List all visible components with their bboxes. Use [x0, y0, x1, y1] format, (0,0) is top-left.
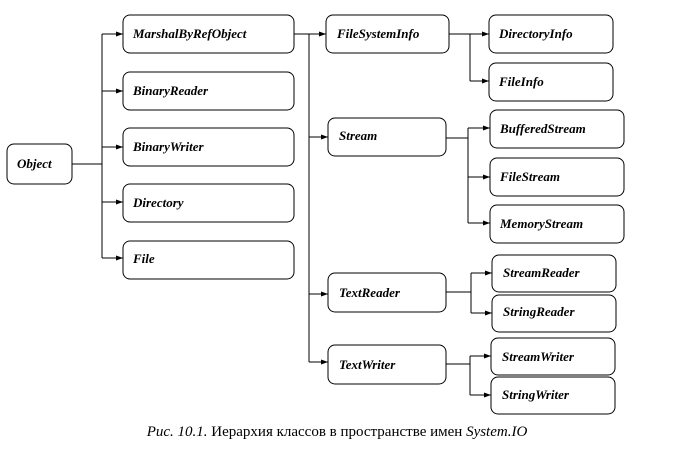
node-filestream-label: FileStream	[499, 169, 560, 184]
trunk-filesysteminfo	[449, 33, 471, 81]
node-stream: Stream	[327, 117, 447, 157]
nodes-layer: Object MarshalByRefObject BinaryReader B…	[6, 14, 625, 415]
node-textwriter: TextWriter	[327, 344, 447, 385]
trunk-marshal	[294, 33, 310, 362]
node-fileinfo: FileInfo	[488, 62, 614, 102]
node-directory-label: Directory	[132, 195, 184, 210]
node-bufferedstream: BufferedStream	[489, 109, 625, 149]
node-filestream: FileStream	[489, 157, 625, 197]
node-memorystream: MemoryStream	[489, 204, 625, 244]
node-object-label: Object	[17, 156, 52, 171]
node-stringwriter-label: StringWriter	[502, 387, 570, 402]
arrows-layer	[102, 31, 492, 398]
node-stringreader-label: StringReader	[503, 304, 575, 319]
node-streamwriter: StreamWriter	[490, 337, 616, 376]
node-file-label: File	[132, 251, 155, 266]
node-filesysteminfo: FileSystemInfo	[325, 14, 450, 54]
caption-namespace: System.IO	[466, 424, 528, 440]
node-memorystream-label: MemoryStream	[499, 216, 583, 231]
node-textwriter-label: TextWriter	[339, 357, 396, 372]
node-directory: Directory	[122, 183, 295, 223]
node-marshal: MarshalByRefObject	[122, 14, 295, 54]
node-stream-label: Stream	[339, 128, 377, 143]
trunk-textwriter	[446, 356, 471, 395]
node-streamreader: StreamReader	[491, 254, 617, 293]
node-stringwriter: StringWriter	[490, 376, 616, 415]
node-streamwriter-label: StreamWriter	[502, 349, 575, 364]
node-directoryinfo-label: DirectoryInfo	[498, 26, 573, 41]
node-filesysteminfo-label: FileSystemInfo	[336, 26, 420, 41]
node-file: File	[122, 240, 295, 280]
node-stringreader: StringReader	[491, 294, 617, 333]
node-textreader-label: TextReader	[339, 285, 401, 300]
node-marshal-label: MarshalByRefObject	[132, 26, 247, 41]
node-textreader: TextReader	[327, 272, 447, 313]
caption-prefix: Рис. 10.1.	[146, 424, 208, 440]
node-object: Object	[6, 143, 73, 185]
node-bufferedstream-label: BufferedStream	[499, 121, 586, 136]
node-binarywriter-label: BinaryWriter	[132, 139, 204, 154]
node-fileinfo-label: FileInfo	[498, 74, 544, 89]
node-binaryreader: BinaryReader	[122, 71, 295, 111]
edges-layer	[72, 33, 472, 395]
node-streamreader-label: StreamReader	[503, 265, 580, 280]
node-binaryreader-label: BinaryReader	[132, 83, 209, 98]
trunk-stream	[446, 128, 469, 223]
trunk-textreader	[446, 273, 472, 313]
caption-text: Иерархия классов в пространстве имен	[207, 424, 467, 440]
trunk-object	[72, 34, 103, 258]
node-binarywriter: BinaryWriter	[122, 127, 295, 167]
figure-caption: Рис. 10.1. Иерархия классов в пространст…	[0, 424, 674, 441]
node-directoryinfo: DirectoryInfo	[488, 14, 614, 54]
